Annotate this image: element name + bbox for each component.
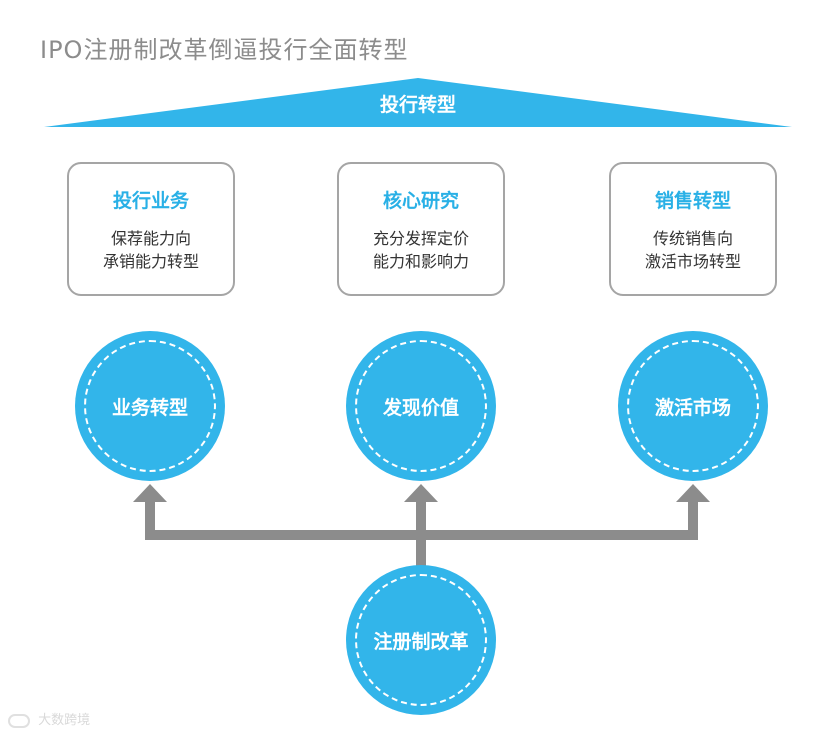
arrow-crossbar <box>145 530 698 540</box>
circle-label: 注册制改革 <box>373 630 469 653</box>
watermark-text: 大数跨境 <box>38 713 91 728</box>
watermark-logo-icon <box>8 713 30 728</box>
card-line: 承销能力转型 <box>102 252 199 271</box>
card-description: 传统销售向 激活市场转型 <box>611 227 775 273</box>
circle-registration-reform: 注册制改革 <box>346 565 496 715</box>
circle-label: 发现价值 <box>382 396 459 419</box>
circle-dashed-ring: 激活市场 <box>627 340 759 472</box>
card-title: 核心研究 <box>382 190 459 212</box>
arrow-stem-right <box>688 500 698 540</box>
circle-label: 业务转型 <box>111 396 188 419</box>
card-line: 激活市场转型 <box>644 252 741 271</box>
arrow-head-center <box>404 484 438 502</box>
roof-banner <box>44 78 792 127</box>
watermark: 大数跨境 <box>8 709 90 728</box>
arrow-head-left <box>133 484 167 502</box>
card-investment-banking: 投行业务 保荐能力向 承销能力转型 <box>67 162 235 296</box>
card-description: 保荐能力向 承销能力转型 <box>69 227 233 273</box>
card-line: 能力和影响力 <box>372 252 469 271</box>
card-title: 销售转型 <box>654 190 731 212</box>
circle-activate-market: 激活市场 <box>618 331 768 481</box>
card-line: 保荐能力向 <box>110 229 191 248</box>
card-title: 投行业务 <box>112 190 189 212</box>
circle-dashed-ring: 发现价值 <box>355 340 487 472</box>
page-title: IPO注册制改革倒逼投行全面转型 <box>40 36 409 64</box>
arrow-head-right <box>676 484 710 502</box>
circle-label: 激活市场 <box>654 396 731 419</box>
arrow-stem-left <box>145 500 155 540</box>
circle-business-transformation: 业务转型 <box>75 331 225 481</box>
card-sales-transformation: 销售转型 传统销售向 激活市场转型 <box>609 162 777 296</box>
card-line: 充分发挥定价 <box>372 229 469 248</box>
arrow-connector <box>133 484 710 575</box>
circle-discover-value: 发现价值 <box>346 331 496 481</box>
card-description: 充分发挥定价 能力和影响力 <box>339 227 503 273</box>
circle-dashed-ring: 注册制改革 <box>355 574 487 706</box>
circle-dashed-ring: 业务转型 <box>84 340 216 472</box>
card-line: 传统销售向 <box>652 229 733 248</box>
card-core-research: 核心研究 充分发挥定价 能力和影响力 <box>337 162 505 296</box>
banner-label: 投行转型 <box>379 94 456 116</box>
